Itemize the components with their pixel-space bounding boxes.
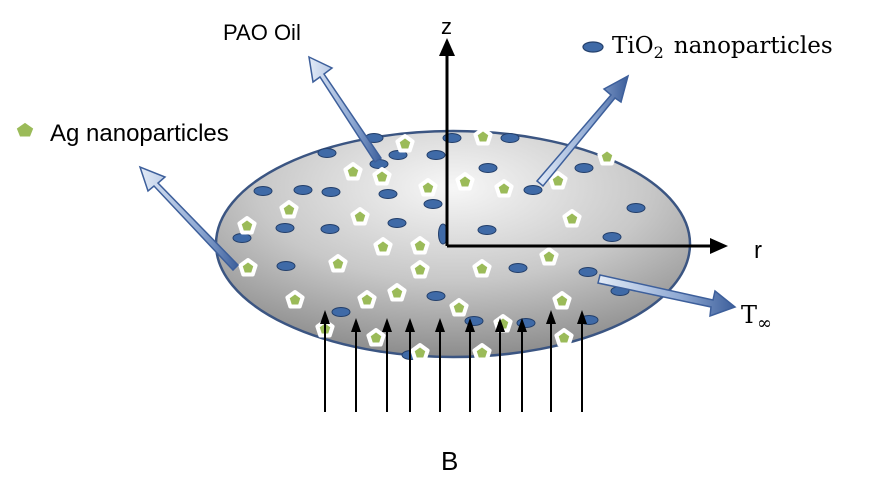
ag-particle-icon xyxy=(552,291,572,310)
magnetic-field-arrowhead xyxy=(351,318,361,332)
tio2-suffix: nanoparticles xyxy=(674,33,833,59)
pao-oil-arrow xyxy=(308,55,383,164)
magnetic-field-arrowhead xyxy=(465,318,475,332)
ag-particle-icon xyxy=(472,259,492,278)
ag-particle-group xyxy=(237,127,617,362)
magnetic-field-arrows xyxy=(320,310,587,412)
z-axis-label: z xyxy=(441,14,452,39)
ag-particle-icon xyxy=(387,283,407,302)
ag-particle-icon xyxy=(554,328,574,347)
tio2-particle-icon xyxy=(321,187,341,197)
ag-particle-icon xyxy=(418,178,438,197)
tio2-particle-icon xyxy=(426,150,446,160)
fluid-disk xyxy=(214,129,692,359)
ag-particle-icon xyxy=(548,171,568,190)
tio2-particle-icon xyxy=(369,159,389,169)
ag-particle-icon xyxy=(350,207,370,226)
tio2-particle-icon xyxy=(602,232,622,242)
ag-particle-icon xyxy=(539,247,559,266)
ag-particle-icon xyxy=(473,127,493,146)
ag-particle-icon xyxy=(494,179,514,198)
tio2-particle-icon xyxy=(331,307,351,317)
tio2-particle-icon xyxy=(320,224,340,234)
t-infinity-subscript: ∞ xyxy=(757,313,772,334)
r-axis xyxy=(447,238,728,254)
tio2-particle-icon xyxy=(275,223,295,233)
ag-particle-icon xyxy=(472,343,492,362)
ag-particle-icon xyxy=(449,298,469,317)
ag-particle-icon xyxy=(343,162,363,181)
magnetic-field-arrowhead xyxy=(577,310,587,324)
blue-ellipse-icon xyxy=(582,41,604,53)
ag-particle-icon xyxy=(279,200,299,219)
tio2-particle-icon xyxy=(426,291,446,301)
tio2-particle-icon xyxy=(477,225,497,235)
ag-particle-icon xyxy=(372,167,392,186)
tio2-nanoparticles-label: TiO2 nanoparticles xyxy=(612,33,833,62)
ag-particle-icon xyxy=(597,147,617,166)
t-infinity-label: T∞ xyxy=(741,301,772,334)
z-axis xyxy=(439,38,455,246)
tio2-particle-icon xyxy=(523,185,543,195)
tio2-particle-icon xyxy=(388,150,408,160)
ag-particle-icon xyxy=(357,290,377,309)
magnetic-field-label: B xyxy=(441,446,458,476)
tio2-particle-icon xyxy=(423,199,443,209)
tio2-prefix: TiO xyxy=(612,33,654,59)
ag-particle-icon xyxy=(455,172,475,191)
tio2-particle-icon xyxy=(276,261,296,271)
t-infinity-base: T xyxy=(741,301,757,329)
tio2-particle-icon xyxy=(464,316,484,326)
ag-particle-icon xyxy=(410,343,430,362)
ag-particle-icon xyxy=(285,290,305,309)
tio2-subscript: 2 xyxy=(654,43,664,62)
magnetic-field-arrowhead xyxy=(517,318,527,332)
magnetic-field-arrowhead xyxy=(495,318,505,332)
ag-particle-icon xyxy=(373,237,393,256)
ag-particle-icon xyxy=(395,134,415,153)
ag-particle-icon xyxy=(410,260,430,279)
tio2-particle-icon xyxy=(574,163,594,173)
tio2-particle-icon xyxy=(578,267,598,277)
green-pentagon-icon xyxy=(13,119,37,140)
tio2-particle-icon xyxy=(253,186,273,196)
ag-nanoparticles-arrow xyxy=(138,165,240,272)
magnetic-field-arrowhead xyxy=(435,318,445,332)
ag-particle-icon xyxy=(328,254,348,273)
magnetic-field-arrowhead xyxy=(382,318,392,332)
ag-particle-icon xyxy=(562,209,582,228)
tio2-particle-icon xyxy=(500,133,520,143)
tio2-particle-icon xyxy=(232,233,252,243)
ag-nanoparticles-label: Ag nanoparticles xyxy=(50,120,229,147)
tio2-particle-icon xyxy=(626,203,646,213)
tio2-particle-icon xyxy=(508,263,528,273)
magnetic-field-arrowhead xyxy=(320,310,330,324)
ag-particle-icon xyxy=(237,216,257,235)
tio2-particle-icon xyxy=(378,189,398,199)
ag-particle-icon xyxy=(410,236,430,255)
magnetic-field-arrowhead xyxy=(405,318,415,332)
ag-particle-icon xyxy=(366,328,386,347)
tio2-particle-icon xyxy=(478,163,498,173)
t-infinity-arrow xyxy=(597,274,737,318)
magnetic-field-arrowhead xyxy=(546,310,556,324)
tio2-nanoparticles-arrow xyxy=(535,74,630,188)
pao-oil-label: PAO Oil xyxy=(223,20,301,45)
tio2-particle-icon xyxy=(317,148,337,158)
tio2-particle-icon xyxy=(387,218,407,228)
r-axis-label: r xyxy=(754,237,762,264)
tio2-particle-icon xyxy=(293,185,313,195)
ag-particle-icon xyxy=(238,258,258,277)
